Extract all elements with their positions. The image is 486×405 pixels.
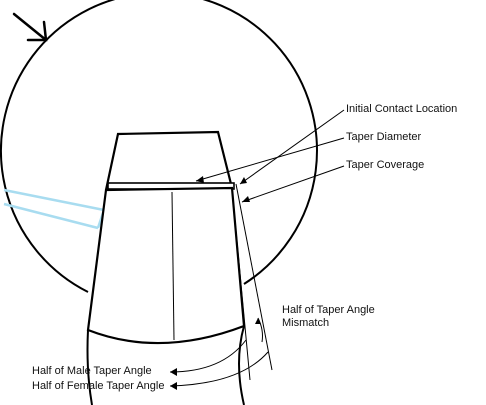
arrow-down-right-icon bbox=[12, 12, 48, 42]
female-taper bbox=[104, 130, 234, 191]
label-half-taper-angle-mismatch-line2: Mismatch bbox=[282, 317, 330, 329]
label-half-female-taper-angle: Half of Female Taper Angle bbox=[32, 380, 165, 392]
angle-arrowheads bbox=[170, 318, 261, 390]
outer-circle bbox=[0, 0, 318, 293]
leader-lines bbox=[195, 109, 345, 203]
angle-extension-lines bbox=[231, 183, 273, 381]
label-taper-coverage: Taper Coverage bbox=[346, 159, 425, 171]
label-taper-diameter: Taper Diameter bbox=[346, 131, 422, 143]
leader-arrowheads bbox=[196, 176, 250, 202]
label-half-taper-angle-mismatch-line1: Half of Taper Angle bbox=[282, 304, 375, 316]
label-half-male-taper-angle: Half of Male Taper Angle bbox=[32, 365, 152, 377]
center-line bbox=[171, 191, 175, 341]
neck-left bbox=[86, 329, 93, 405]
label-initial-contact-location: Initial Contact Location bbox=[346, 103, 458, 115]
neck-right bbox=[238, 325, 245, 405]
male-taper bbox=[86, 186, 246, 345]
